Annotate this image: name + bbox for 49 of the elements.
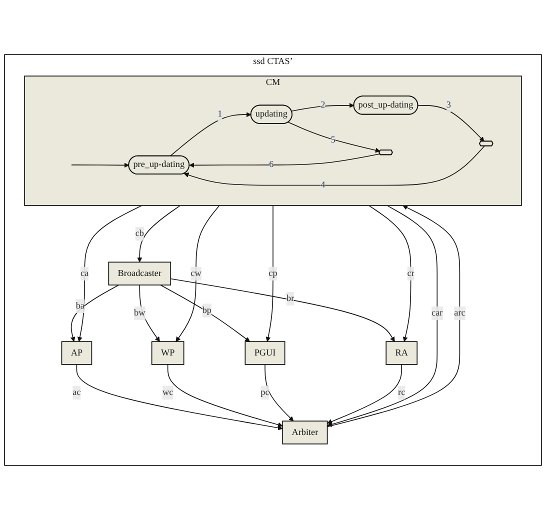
- arrow: [77, 205, 142, 342]
- edge-label: arc: [454, 308, 466, 318]
- arrow: [189, 153, 380, 168]
- edge-label: bp: [202, 305, 212, 316]
- edge-label: pc: [260, 388, 270, 398]
- edge-label: bw: [134, 308, 146, 318]
- arrow: [176, 205, 220, 342]
- edge-label: cb: [135, 228, 144, 238]
- edge-label: 2: [320, 100, 326, 110]
- arrow: [70, 284, 120, 342]
- node-box: RA: [386, 341, 418, 365]
- edge-label: cp: [268, 268, 278, 278]
- arrow: [368, 205, 412, 342]
- arrow: [264, 364, 294, 422]
- edge-label: 3: [446, 100, 451, 110]
- arrow: [167, 364, 283, 428]
- arrow: [266, 205, 274, 342]
- edge-label: ba: [76, 301, 84, 311]
- edge-label: ac: [72, 388, 81, 398]
- node-box: Broadcaster: [108, 262, 172, 286]
- node-box: Arbiter: [282, 420, 328, 444]
- arrow: [137, 205, 181, 262]
- edge-label: ca: [80, 268, 89, 278]
- arrow: [291, 102, 354, 112]
- edge-label: rc: [398, 388, 406, 398]
- edge-label: car: [432, 308, 443, 318]
- arrow: [160, 284, 250, 342]
- node-box: WP: [151, 341, 184, 365]
- arrow: [139, 284, 160, 342]
- arrow: [76, 364, 283, 430]
- node-box: PGUI: [244, 341, 286, 365]
- arrow: [170, 278, 395, 342]
- edge-label: 1: [218, 109, 222, 119]
- arrow: [288, 122, 380, 153]
- edge-label: wc: [162, 388, 174, 398]
- arrow: [170, 112, 252, 156]
- edge-label: cr: [407, 268, 414, 278]
- arrow: [326, 205, 460, 428]
- edge-label: 6: [269, 160, 274, 170]
- arrow: [327, 205, 438, 427]
- edge-label: 4: [320, 180, 326, 190]
- arrow: [184, 146, 485, 186]
- edge-label: br: [286, 294, 294, 304]
- edge-label: 5: [330, 135, 336, 145]
- arrow: [327, 364, 402, 424]
- node-box: AP: [61, 341, 92, 365]
- edge-label: cw: [190, 268, 202, 278]
- arrow: [71, 162, 130, 168]
- arrow: [418, 105, 484, 142]
